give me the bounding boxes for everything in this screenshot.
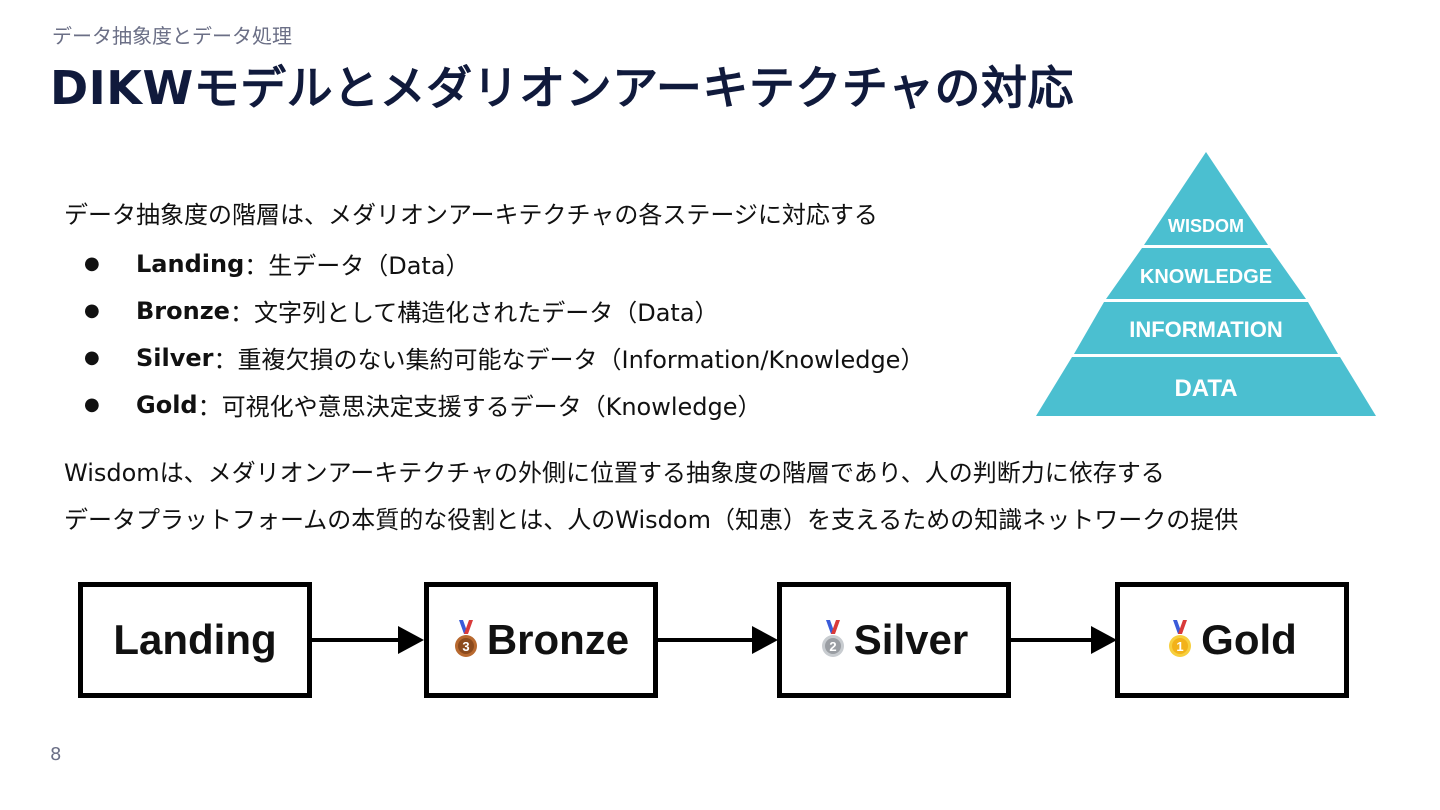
bronze-medal-icon: 3	[454, 620, 477, 657]
svg-text:2: 2	[829, 639, 836, 654]
bullet-desc: ：可視化や意思決定支援するデータ（Knowledge）	[197, 393, 762, 421]
wisdom-paragraph: Wisdomは、メダリオンアーキテクチャの外側に位置する抽象度の階層であり、人の…	[64, 459, 1165, 487]
stage-label: Bronze	[486, 616, 630, 663]
bullet-bronze: ● Bronze ：文字列として構造化されたデータ（Data）	[84, 287, 924, 334]
bullet-gold: ● Gold ：可視化や意思決定支援するデータ（Knowledge）	[84, 381, 924, 428]
flow-arrow	[312, 626, 424, 654]
bullet-silver: ● Silver ：重複欠損のない集約可能なデータ（Information/Kn…	[84, 334, 924, 381]
bullet-desc: ：文字列として構造化されたデータ（Data）	[229, 299, 719, 327]
stage-bullet-list: ● Landing ：生データ（Data） ● Bronze ：文字列として構造…	[84, 240, 924, 428]
bullet-landing: ● Landing ：生データ（Data）	[84, 240, 924, 287]
bullet-desc: ：生データ（Data）	[244, 252, 470, 280]
section-category: データ抽象度とデータ処理	[52, 24, 292, 48]
bullet-dot: ●	[84, 347, 100, 368]
flow-arrow	[1011, 626, 1117, 654]
platform-role-paragraph: データプラットフォームの本質的な役割とは、人のWisdom（知恵）を支えるための…	[64, 506, 1239, 534]
svg-text:1: 1	[1177, 639, 1184, 654]
flow-arrow	[658, 626, 778, 654]
pyramid-label-data: DATA	[1174, 375, 1237, 402]
stage-label: Landing	[113, 616, 277, 663]
gold-medal-icon: 1	[1169, 620, 1192, 657]
intro-text: データ抽象度の階層は、メダリオンアーキテクチャの各ステージに対応する	[64, 201, 878, 229]
pyramid-tier-wisdom	[1144, 152, 1268, 245]
dikw-pyramid: WISDOM KNOWLEDGE INFORMATION DATA	[1036, 152, 1376, 416]
bullet-dot: ●	[84, 253, 100, 274]
stage-box-bronze: 3 Bronze	[424, 582, 658, 698]
svg-text:3: 3	[462, 639, 469, 654]
bullet-term: Bronze	[136, 296, 230, 325]
pyramid-label-knowledge: KNOWLEDGE	[1140, 266, 1272, 288]
bullet-term: Gold	[136, 390, 198, 419]
page-number: 8	[50, 744, 62, 765]
stage-label: Silver	[853, 616, 969, 663]
bullet-dot: ●	[84, 300, 100, 321]
pyramid-label-wisdom: WISDOM	[1168, 216, 1244, 236]
pyramid-label-information: INFORMATION	[1129, 317, 1283, 342]
bullet-term: Landing	[136, 249, 245, 278]
stage-box-landing: Landing	[78, 582, 312, 698]
page-title: DIKWモデルとメダリオンアーキテクチャの対応	[50, 61, 1074, 115]
pyramid-tier-knowledge	[1106, 248, 1306, 299]
stage-label: Gold	[1201, 616, 1297, 663]
bullet-desc: ：重複欠損のない集約可能なデータ（Information/Knowledge）	[213, 346, 925, 374]
bullet-term: Silver	[136, 343, 214, 372]
stage-box-silver: 2 Silver	[777, 582, 1011, 698]
silver-medal-icon: 2	[821, 620, 844, 657]
pyramid-tier-information	[1074, 302, 1338, 354]
bullet-dot: ●	[84, 394, 100, 415]
stage-box-gold: 1 Gold	[1115, 582, 1349, 698]
pyramid-tier-data	[1036, 357, 1376, 416]
